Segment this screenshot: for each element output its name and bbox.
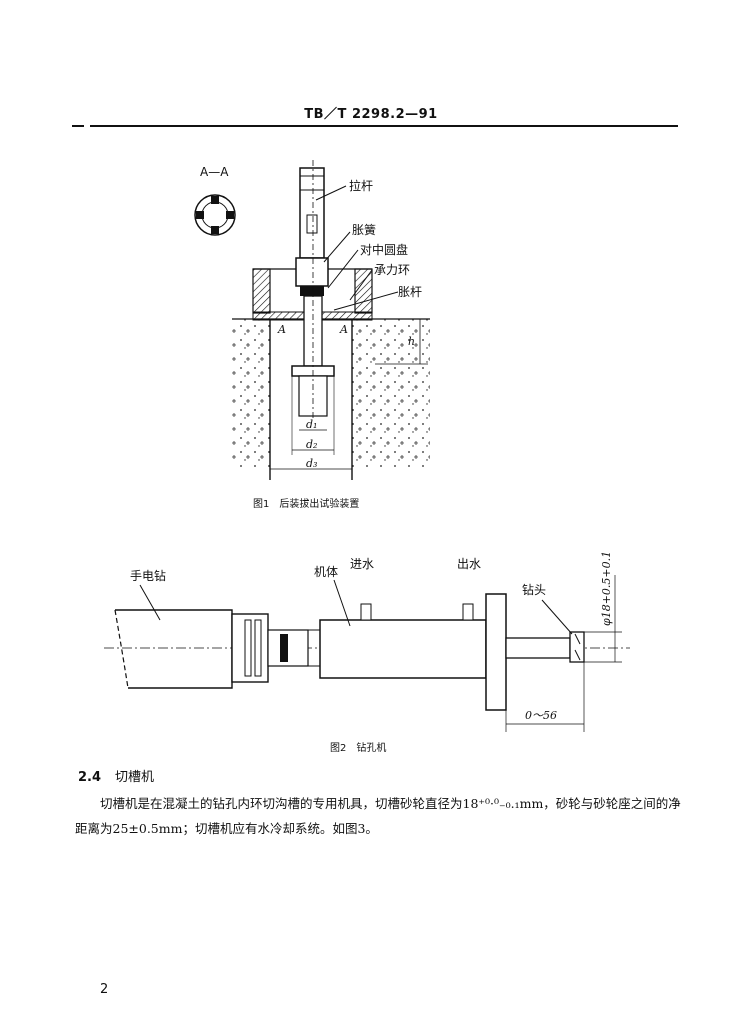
water-outlet [462,603,474,621]
section-heading: 2.4 切槽机 [78,766,154,785]
label-pull-rod: 拉杆 [349,178,373,193]
label-expansion-spring: 胀簧 [352,222,376,237]
label-hand-drill: 手电钻 [130,568,166,583]
pull-rod [299,167,325,259]
label-travel: 0～56 [525,709,557,722]
machine-body [319,619,487,679]
page-number: 2 [100,982,109,997]
section-mark-left: A [277,323,286,336]
section-label: A—A [200,165,229,179]
section-mark-right: A [339,323,348,336]
header-rule [90,125,678,127]
section-number: 2.4 [78,770,102,785]
label-expansion-rod: 胀杆 [398,285,422,299]
dim-d2: d₂ [306,438,317,451]
drill-bit [569,631,585,663]
label-diameter: φ18+0.5+0.1 [600,551,613,626]
label-water-out: 出水 [457,557,481,571]
body-paragraph: 切槽机是在混凝土的钻孔内环切沟槽的专用机具，切槽砂轮直径为18⁺⁰·⁰₋₀.₁m… [75,796,681,836]
header-mark [72,125,84,127]
section-title: 切槽机 [115,770,155,785]
figure-2-caption: 图2 钻孔机 [330,743,387,754]
drill-tube [505,637,571,659]
label-centering-disc: 对中圆盘 [360,242,408,257]
label-bearing-ring: 承力环 [374,263,410,277]
label-drill-head: 钻头 [522,582,546,597]
label-water-in: 进水 [350,557,374,571]
water-inlet [360,603,372,621]
dim-h: h [408,335,415,348]
hand-drill [115,609,233,689]
figure-1-caption: 图1 后装拔出试验装置 [253,499,360,510]
flange-plate [485,593,507,711]
document-header: TB／T 2298.2—91 [304,107,438,122]
label-body: 机体 [314,565,338,579]
dim-d1: d₁ [306,418,317,431]
section-aa-view [194,194,236,236]
dim-d3: d₃ [306,457,317,470]
